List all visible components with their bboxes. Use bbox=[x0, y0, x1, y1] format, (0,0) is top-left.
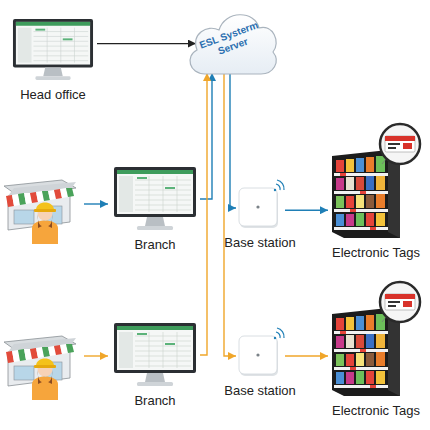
flow-connector bbox=[200, 73, 207, 355]
cloud-node: ESL Systerm Server bbox=[183, 4, 279, 78]
flow-line bbox=[84, 355, 108, 356]
monitor-icon bbox=[113, 166, 197, 232]
flow-connector bbox=[285, 355, 328, 356]
monitor-icon bbox=[113, 322, 197, 388]
node-label: Base station bbox=[224, 383, 296, 398]
flow-connector bbox=[200, 73, 212, 199]
monitor-node: Head office bbox=[12, 18, 94, 82]
tags-node: Electronic Tags bbox=[326, 124, 426, 240]
base-station-icon bbox=[238, 186, 282, 230]
node-label: Base station bbox=[224, 235, 296, 250]
monitor-node: Branch bbox=[113, 322, 197, 388]
base-station-icon bbox=[238, 334, 282, 378]
station-node: Base station bbox=[238, 186, 282, 230]
store-icon bbox=[4, 336, 76, 400]
station-node: Base station bbox=[238, 334, 282, 378]
node-label: Branch bbox=[134, 393, 175, 408]
node-label: Electronic Tags bbox=[332, 245, 420, 260]
shelf-tags-icon bbox=[326, 282, 426, 398]
node-label: Head office bbox=[20, 87, 86, 102]
flow-connector bbox=[97, 43, 196, 44]
shelf-tags-icon bbox=[326, 124, 426, 240]
flow-connector bbox=[230, 73, 236, 208]
flow-line bbox=[84, 203, 108, 204]
monitor-icon bbox=[12, 18, 94, 82]
node-label: Branch bbox=[134, 237, 175, 252]
store-icon bbox=[4, 180, 76, 244]
tags-node: Electronic Tags bbox=[326, 282, 426, 398]
flow-connector bbox=[285, 209, 328, 210]
flow-connector bbox=[224, 73, 236, 356]
monitor-node: Branch bbox=[113, 166, 197, 232]
node-label: Electronic Tags bbox=[332, 403, 420, 418]
